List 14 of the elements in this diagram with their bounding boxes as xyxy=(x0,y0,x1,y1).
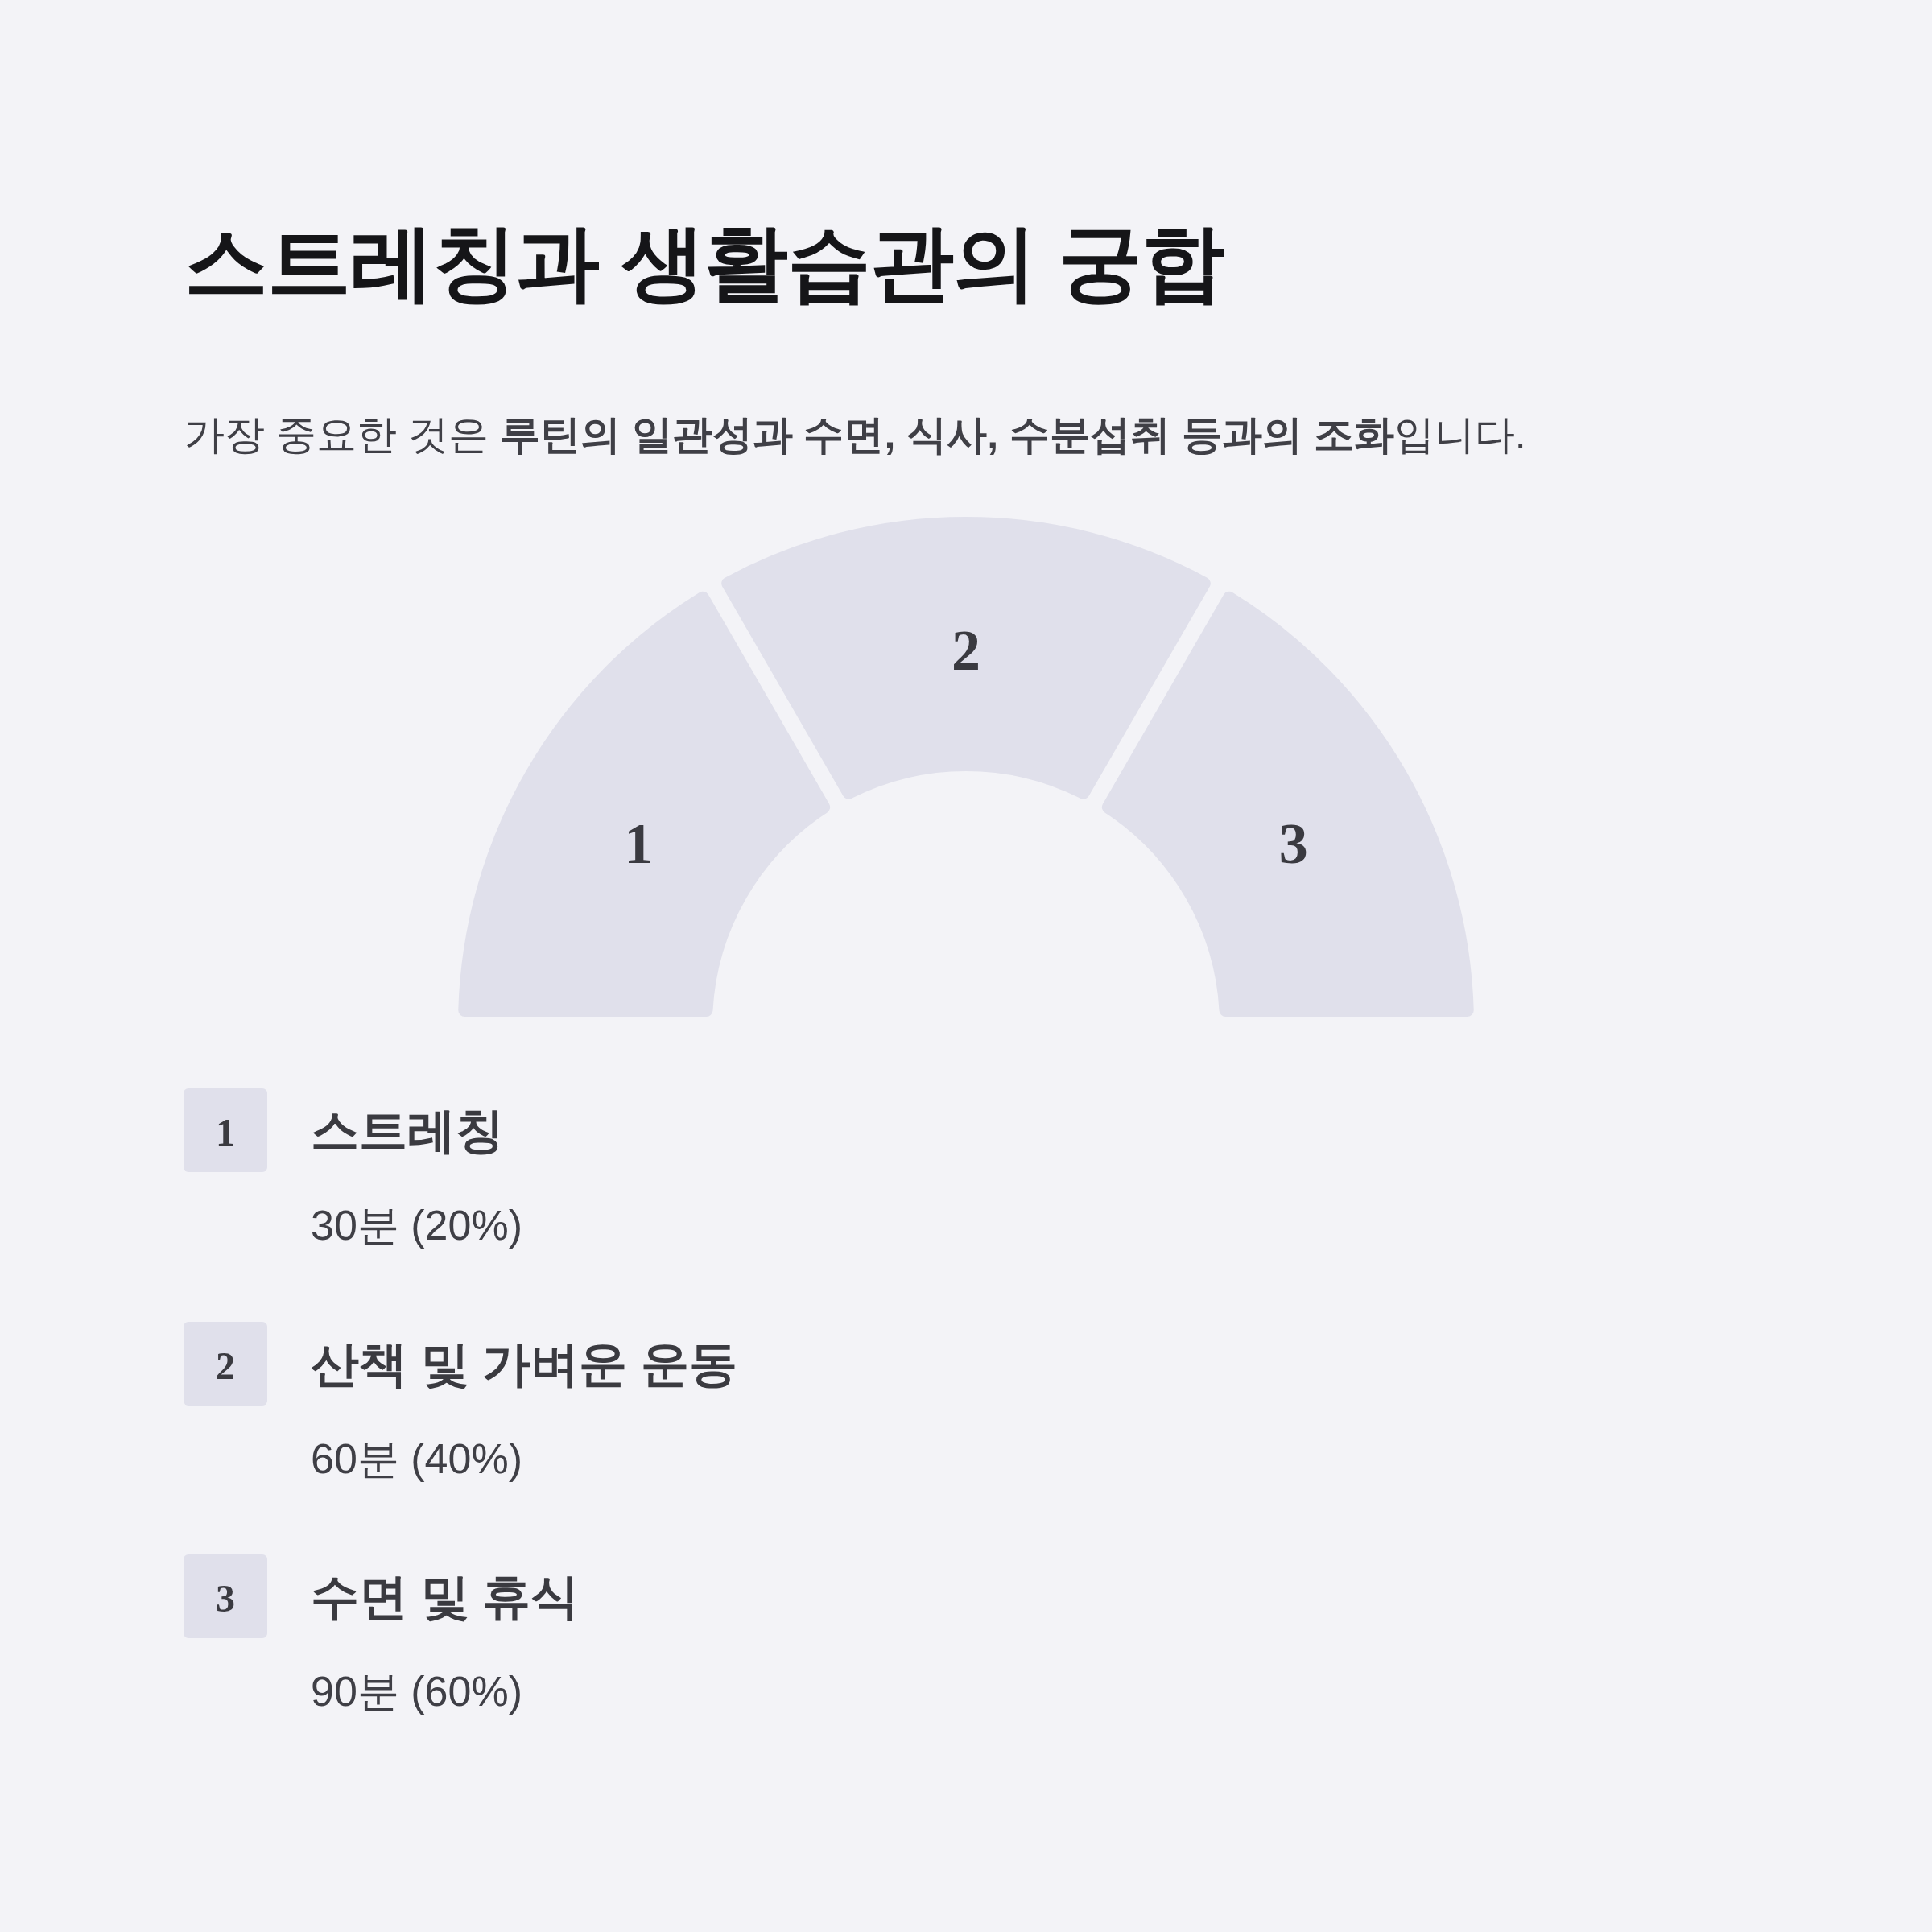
item-value: 30분 (20%) xyxy=(311,1201,522,1250)
segment-number: 1 xyxy=(624,814,654,873)
item-heading: 수면 및 휴식 xyxy=(311,1569,580,1625)
number-badge: 1 xyxy=(184,1088,267,1172)
segment-number: 3 xyxy=(1278,814,1308,873)
item-value: 60분 (40%) xyxy=(311,1435,522,1484)
item-value: 90분 (60%) xyxy=(311,1667,522,1716)
title: 스트레칭과 생활습관의 궁합 xyxy=(184,215,1224,311)
item-heading: 산책 및 가벼운 운동 xyxy=(311,1336,737,1393)
segment-number: 2 xyxy=(952,621,980,679)
subtitle: 가장 중요한 것은 루틴의 일관성과 수면, 식사, 수분섭취 등과의 조화입니다. xyxy=(184,411,1526,459)
number-badge: 2 xyxy=(184,1322,267,1406)
item-heading: 스트레칭 xyxy=(311,1103,504,1159)
number-badge: 3 xyxy=(184,1554,267,1638)
